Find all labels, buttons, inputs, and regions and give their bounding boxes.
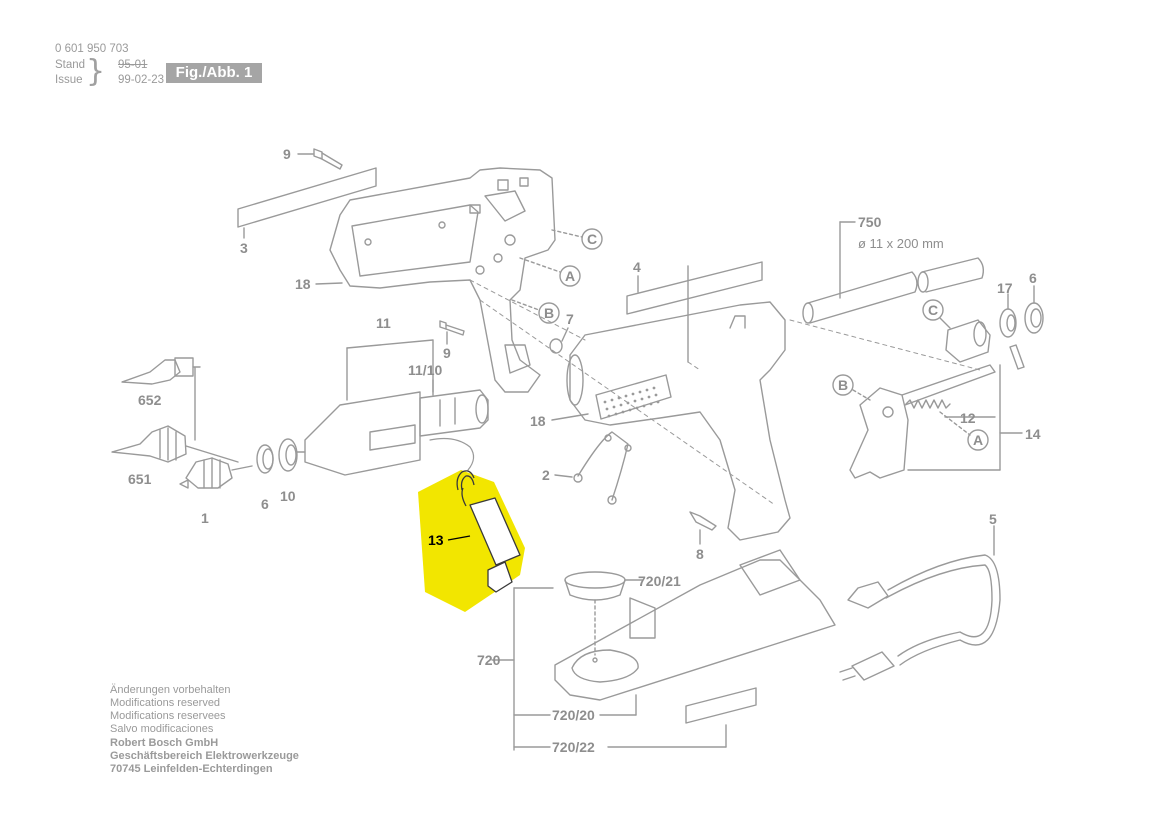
label-651: 651 bbox=[128, 471, 152, 487]
label-3: 3 bbox=[240, 240, 248, 256]
ring-6-left bbox=[256, 444, 274, 474]
footer-company: Robert Bosch GmbH bbox=[110, 737, 219, 749]
label-6-left: 6 bbox=[261, 496, 269, 512]
highlight-part-13 bbox=[418, 470, 525, 612]
brace-icon: } bbox=[86, 54, 106, 89]
label-strip-3 bbox=[237, 167, 377, 239]
nozzle-1 bbox=[179, 457, 253, 489]
label-strip-4 bbox=[626, 261, 763, 315]
issue-label: Issue bbox=[55, 74, 83, 86]
footer-division: Geschäftsbereich Elektrowerkzeuge bbox=[110, 750, 299, 762]
label-11-10: 11/10 bbox=[408, 362, 443, 378]
old-date: 95-01 bbox=[118, 59, 148, 71]
label-8: 8 bbox=[696, 546, 704, 562]
ref-circle-a1 bbox=[519, 257, 581, 287]
label-720: 720 bbox=[477, 652, 501, 668]
nozzle-651 bbox=[111, 425, 239, 463]
stand-720 bbox=[491, 549, 836, 751]
label-750: 750 bbox=[858, 214, 882, 230]
ref-circle-b1 bbox=[511, 299, 560, 324]
figure-badge: Fig./Abb. 1 bbox=[166, 63, 262, 83]
label-6-right: 6 bbox=[1029, 270, 1037, 286]
screw-9-top bbox=[297, 148, 343, 170]
label-750-dimension: ø 11 x 200 mm bbox=[858, 236, 944, 251]
label-a-top: A bbox=[565, 268, 576, 284]
issue-date: 99-02-23 bbox=[118, 74, 165, 86]
glue-stick-750 bbox=[802, 221, 985, 324]
spring-12 bbox=[905, 399, 996, 451]
footer-address: 70745 Leinfelden-Echterdingen bbox=[110, 763, 273, 775]
part-8 bbox=[689, 511, 717, 545]
label-18-main: 18 bbox=[530, 413, 546, 429]
label-5: 5 bbox=[989, 511, 997, 527]
ring-17 bbox=[999, 293, 1017, 338]
label-c-top: C bbox=[587, 231, 598, 247]
label-13: 13 bbox=[428, 532, 444, 548]
label-17: 17 bbox=[997, 280, 1013, 296]
label-7: 7 bbox=[566, 311, 574, 327]
label-10: 10 bbox=[280, 488, 296, 504]
vent-dots bbox=[603, 386, 660, 418]
housing-half-18 bbox=[315, 167, 556, 393]
label-720-21: 720/21 bbox=[638, 573, 681, 589]
label-720-20: 720/20 bbox=[552, 707, 595, 723]
nozzle-652 bbox=[121, 357, 201, 441]
label-b-right: B bbox=[838, 377, 849, 393]
screw-9-mid bbox=[439, 320, 465, 345]
footer-line-2: Modifications reserved bbox=[110, 697, 221, 709]
footer-line-3: Modifications reservees bbox=[110, 710, 226, 722]
cable-5 bbox=[839, 525, 1001, 681]
label-a-right: A bbox=[973, 432, 984, 448]
label-9-top: 9 bbox=[283, 146, 291, 162]
label-2: 2 bbox=[542, 467, 550, 483]
label-1: 1 bbox=[201, 510, 209, 526]
footer-line-4: Salvo modificaciones bbox=[110, 723, 214, 735]
label-720-22: 720/22 bbox=[552, 739, 595, 755]
label-12: 12 bbox=[960, 410, 976, 426]
label-4: 4 bbox=[633, 259, 641, 275]
footer-line-1: Änderungen vorbehalten bbox=[110, 684, 231, 696]
label-652: 652 bbox=[138, 392, 162, 408]
label-18-top: 18 bbox=[295, 276, 311, 292]
label-11: 11 bbox=[376, 315, 391, 331]
housing-main-18 bbox=[566, 265, 791, 541]
label-c-right: C bbox=[928, 302, 939, 318]
ring-7 bbox=[549, 338, 563, 354]
stand-label: Stand bbox=[55, 59, 86, 71]
label-14: 14 bbox=[1025, 426, 1041, 442]
heater-11 bbox=[304, 339, 489, 476]
clip-2 bbox=[554, 431, 632, 505]
label-b-top: B bbox=[544, 305, 555, 321]
trigger-14 bbox=[832, 364, 1023, 479]
part-number: 0 601 950 703 bbox=[55, 43, 129, 55]
ref-circle-c1 bbox=[551, 228, 603, 250]
feed-block bbox=[922, 299, 1025, 370]
ring-6-right bbox=[1024, 285, 1044, 334]
nut-10 bbox=[278, 438, 306, 472]
label-9-mid: 9 bbox=[443, 345, 451, 361]
